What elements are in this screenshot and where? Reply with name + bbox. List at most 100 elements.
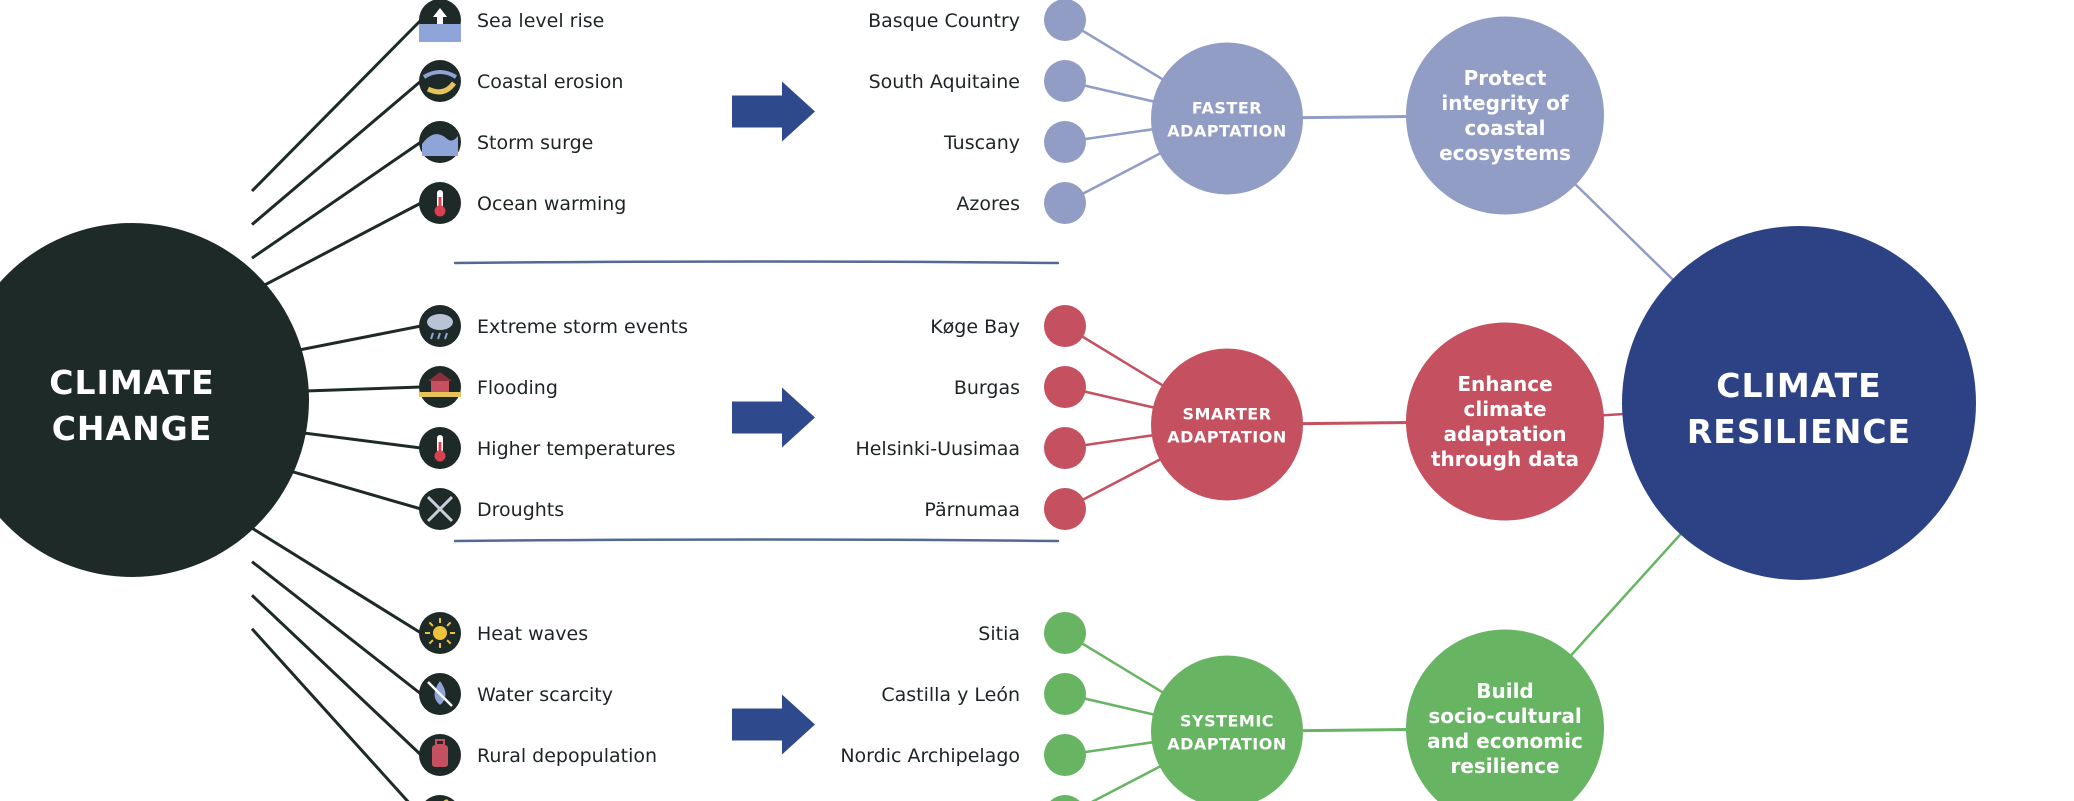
impact-item [419,0,461,42]
region-label: Sitia [978,623,1020,645]
sun-ray [428,621,434,627]
rain-drop [430,332,434,340]
region-label: Køge Bay [930,316,1020,338]
region-dot [1044,182,1086,224]
impact-connector [250,18,423,193]
region-dot [1044,305,1086,347]
impact-connector [251,140,422,260]
rain-drop [437,332,441,340]
impact-item [419,427,461,469]
impact-item [425,795,455,801]
impact-connector [251,201,422,293]
systemic-goal-label-line: socio-cultural [1428,704,1581,728]
faster-goal-label-line: Protect [1464,66,1547,90]
faster-goal-label-line: integrity of [1441,91,1569,115]
systemic-goal-node [1406,629,1604,801]
shore-shape [426,81,457,95]
systemic-adaptation-label-line2: ADAPTATION [1167,735,1286,754]
cross-stroke-2 [426,495,454,523]
impact-label: Coastal erosion [477,71,623,93]
impact-label: Droughts [477,499,564,521]
section-dividers [453,260,1060,543]
impact-label: Heat waves [477,623,588,645]
coastal-erosion-icon [419,60,461,102]
region-label: Basque Country [868,10,1020,32]
region-dot [1044,734,1086,776]
region-label: South Aquitaine [869,71,1020,93]
wave-band [419,24,461,42]
wheat-icon [425,795,455,801]
right-arrow-icon [732,387,815,448]
impact-item [419,182,461,224]
faster-adaptation-label-line1: FASTER [1192,99,1262,118]
wave-shape [422,70,458,79]
suitcase-handle [435,739,445,746]
smarter-adaptation-node [1151,348,1303,501]
impact-label: Extreme storm events [477,316,688,338]
region-label: Helsinki-Uusimaa [855,438,1020,460]
sun-ray [446,621,452,627]
impact-item [419,673,461,715]
smarter-goal-label-line: climate [1463,397,1546,421]
region-dot [1050,795,1080,801]
strike-stroke [427,681,453,707]
nodes [0,0,1976,801]
thermometer-bulb [434,205,446,217]
faster-goal-label-line: ecosystems [1439,141,1571,165]
sun-ray [446,639,452,645]
rain-drop [444,332,448,340]
region-dot [1044,612,1086,654]
smarter-goal-label-line: through data [1431,447,1579,471]
region-label: Burgas [954,377,1020,399]
climate-change-node [0,223,309,577]
surge-wave-shape [422,134,458,156]
systemic-goal-label-line: resilience [1450,754,1559,778]
flood-line [419,392,461,397]
impact-label: Rural depopulation [477,745,657,767]
thermometer-bulb [434,450,446,462]
impact-label: Water scarcity [477,684,613,706]
right-arrow-icon [732,694,815,755]
faster-adaptation-node [1151,42,1303,195]
region-dot [1044,121,1086,163]
smarter-adaptation-label-line1: SMARTER [1182,405,1271,424]
systemic-goal-label-line: Build [1476,679,1534,703]
smarter-goal-label-line: adaptation [1443,422,1566,446]
sun-ray [428,639,434,645]
region-dot [1044,0,1086,41]
suitcase-body [432,745,448,767]
impact-connector [250,594,423,757]
impact-connector [251,560,422,696]
impact-connector [250,627,410,801]
thermometer-mercury [438,197,442,209]
smarter-goal-node [1406,322,1604,521]
faster-adaptation-label-line2: ADAPTATION [1167,122,1286,141]
region-label: Tuscany [943,132,1020,154]
impact-item [419,612,461,654]
cloud-shape [427,314,453,330]
region-label: Nordic Archipelago [840,745,1020,767]
impact-item [419,60,461,102]
impact-item [419,305,461,347]
impact-item [419,488,461,530]
region-dot [1044,60,1086,102]
region-label: Azores [956,193,1020,215]
faster-goal-node [1406,16,1604,215]
climate-resilience-label-line2: RESILIENCE [1687,412,1911,451]
section-divider-2 [453,538,1060,543]
sun-core [433,626,447,640]
right-arrow-icon [732,81,815,142]
smarter-goal-label-line: Enhance [1457,372,1552,396]
impact-connector [251,526,422,635]
flow-arrows [732,81,815,755]
faster-goal-label-line: coastal [1465,116,1546,140]
impact-label: Flooding [477,377,558,399]
impact-label: Storm surge [477,132,593,154]
house-body [431,381,449,393]
climate-change-label-line2: CHANGE [52,409,213,448]
thermometer-mercury [438,442,442,454]
climate-resilience-node [1622,226,1976,580]
